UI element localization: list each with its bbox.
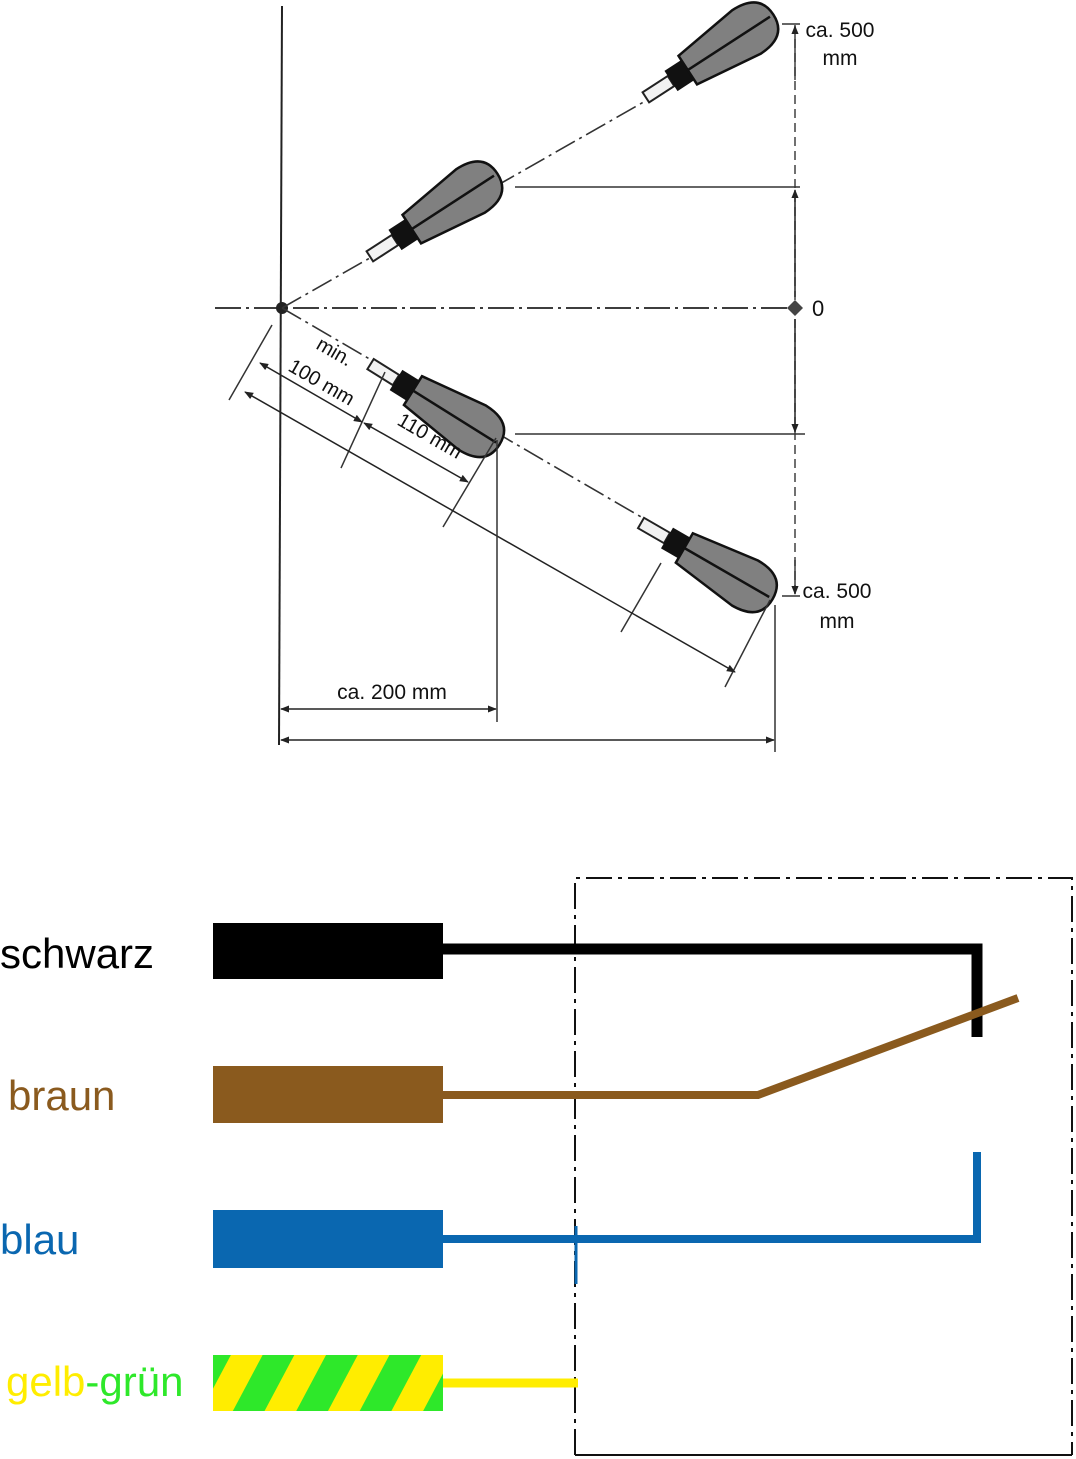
total-distance-dim-lower bbox=[244, 391, 736, 673]
probe-bottom-far-icon bbox=[626, 499, 787, 623]
zero-label: 0 bbox=[812, 296, 824, 321]
black-wire-sleeve bbox=[213, 923, 443, 979]
wire-label-ground-dash: - bbox=[85, 1358, 99, 1405]
blue-wire-sleeve bbox=[213, 1210, 443, 1268]
top-distance-value: ca. 500 bbox=[806, 19, 875, 42]
blue-wire bbox=[443, 1152, 981, 1243]
wiring-diagram: schwarz braun blau gelb-grün bbox=[0, 877, 1073, 1456]
ext-line-far-front bbox=[620, 562, 662, 633]
wire-label-ground-green: grün bbox=[99, 1358, 183, 1405]
black-wire bbox=[443, 943, 983, 1037]
bottom-distance-value: ca. 500 bbox=[803, 580, 872, 603]
horizontal-200-label: ca. 200 mm bbox=[337, 681, 447, 704]
zero-diamond bbox=[787, 300, 803, 316]
ground-wire-sleeve bbox=[213, 1355, 443, 1411]
top-distance-unit: mm bbox=[823, 47, 858, 70]
wire-label-brown: braun bbox=[8, 1072, 115, 1119]
ext-line-origin bbox=[228, 324, 273, 401]
wire-label-black: schwarz bbox=[0, 930, 154, 977]
wire-label-blue: blau bbox=[0, 1216, 79, 1263]
brown-wire-sleeve bbox=[213, 1066, 443, 1123]
ext-line-far-end bbox=[724, 599, 771, 688]
mounting-diagram: ca. 500 mm 0 ca. 500 mm min. 100 mm 110 … bbox=[215, 0, 874, 752]
wire-label-ground-yellow: gelb bbox=[6, 1358, 85, 1405]
probe-top-far-icon bbox=[630, 0, 789, 121]
wire-label-ground: gelb-grün bbox=[6, 1358, 183, 1405]
probe-top-near-icon bbox=[354, 150, 513, 280]
brown-wire bbox=[443, 994, 1020, 1099]
bottom-distance-unit: mm bbox=[820, 610, 855, 633]
housing-boundary bbox=[574, 877, 1073, 1455]
min-label: min. bbox=[313, 333, 357, 371]
